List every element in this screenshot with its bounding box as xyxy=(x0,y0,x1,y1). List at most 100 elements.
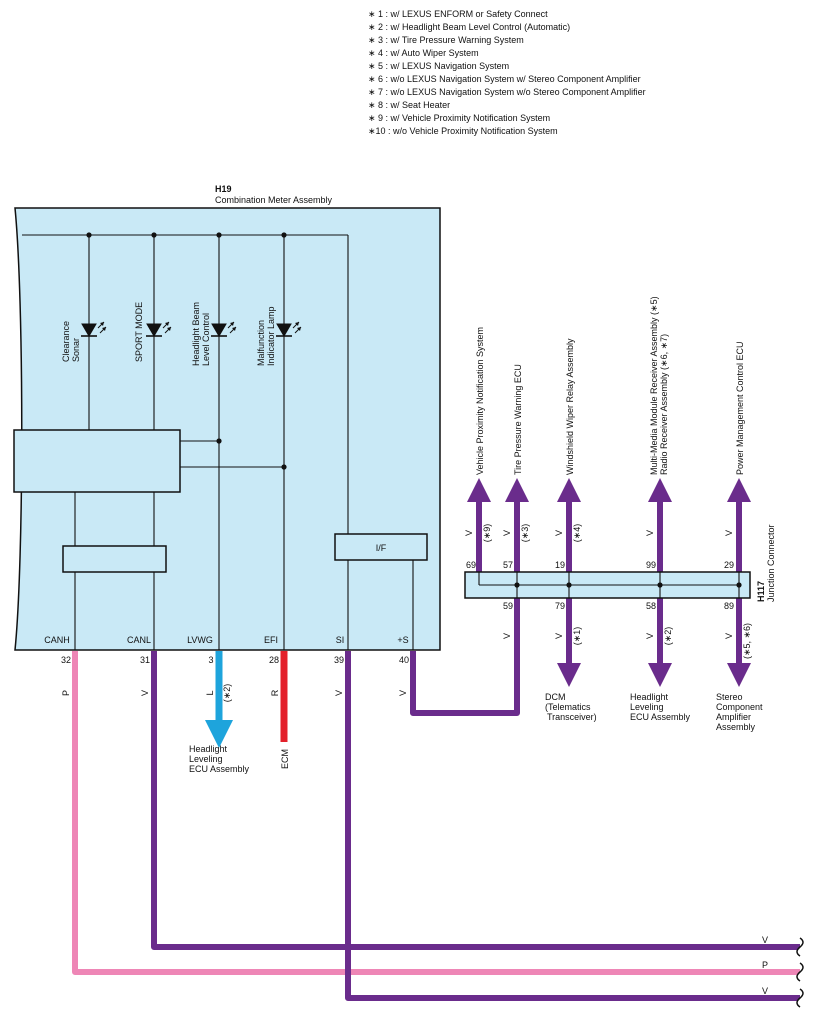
pin-31: 31 xyxy=(140,655,150,665)
jwire-29: V xyxy=(724,530,734,536)
terminal-si: SI xyxy=(336,635,345,645)
note-5: ∗ 5 : w/ LEXUS Navigation System xyxy=(368,61,509,71)
meter-code: H19 xyxy=(215,184,232,194)
wire-label-canl: V xyxy=(140,690,150,696)
pin-40: 40 xyxy=(399,655,409,665)
jpin-57: 57 xyxy=(503,560,513,570)
dest-windshield-wiper-relay: Windshield Wiper Relay Assembly xyxy=(565,338,575,475)
junction-name: Junction Connector xyxy=(766,524,776,602)
jnote-69: (∗9) xyxy=(482,524,492,543)
meter-cpu-block xyxy=(13,429,181,493)
pin-28: 28 xyxy=(269,655,279,665)
svg-text:Clearance: Clearance xyxy=(61,321,71,362)
if-block xyxy=(334,533,428,561)
jwire-89: V xyxy=(724,633,734,639)
led-clearance-sonar-icon xyxy=(81,321,107,337)
jwire-58: V xyxy=(645,633,655,639)
dest-vehicle-proximity: Vehicle Proximity Notification System xyxy=(475,327,485,475)
terminal-plus-s: +S xyxy=(397,635,408,645)
svg-text:SPORT MODE: SPORT MODE xyxy=(134,302,144,362)
dest-headlight-leveling-2: Leveling xyxy=(189,754,223,764)
jwire-19: V xyxy=(554,530,564,536)
dest-radio-receiver: Radio Receiver Assembly (∗6, ∗7) xyxy=(659,334,669,475)
jpin-79: 79 xyxy=(555,601,565,611)
svg-text:Headlight Beam: Headlight Beam xyxy=(191,302,201,366)
dest-ecm: ECM xyxy=(280,749,290,769)
bus-label-v-bottom: V xyxy=(762,986,768,996)
jwire-99: V xyxy=(645,530,655,536)
dest-stereo-amp-4: Assembly xyxy=(716,722,756,732)
jpin-59: 59 xyxy=(503,601,513,611)
meter-internal-wiring xyxy=(13,232,428,650)
note-1: ∗ 1 : w/ LEXUS ENFORM or Safety Connect xyxy=(368,9,548,19)
wire-canh-pink xyxy=(72,651,800,975)
wire-label-si: V xyxy=(334,690,344,696)
note-7: ∗ 7 : w/o LEXUS Navigation System w/o St… xyxy=(368,87,646,97)
bus-label-p: P xyxy=(762,960,768,970)
note-9: ∗ 9 : w/ Vehicle Proximity Notification … xyxy=(368,113,550,123)
junction-code: H117 xyxy=(756,581,766,602)
pin-32: 32 xyxy=(61,655,71,665)
jwire-59: V xyxy=(502,633,512,639)
dest-stereo-amp-2: Component xyxy=(716,702,763,712)
jnote-79: (∗1) xyxy=(572,627,582,646)
jnote-89: (∗5, ∗6) xyxy=(742,623,752,659)
jpin-29: 29 xyxy=(724,560,734,570)
dest-dcm-3: Transceiver) xyxy=(547,712,597,722)
notes-block: ∗ 1 : w/ LEXUS ENFORM or Safety Connect … xyxy=(368,9,646,136)
bus-break-marks xyxy=(796,937,804,1008)
junction-title: H117 Junction Connector xyxy=(756,524,776,602)
wire-si-violet xyxy=(345,651,800,1001)
dest-headlight-leveling-3: ECU Assembly xyxy=(189,764,250,774)
dest-dcm-2: (Telematics xyxy=(545,702,591,712)
meter-name: Combination Meter Assembly xyxy=(215,195,333,205)
jnote-19: (∗4) xyxy=(572,524,582,543)
jwire-79: V xyxy=(554,633,564,639)
junction-bottom-wires xyxy=(557,598,751,687)
wire-label-lvwg: L xyxy=(205,690,215,695)
wire-label-plus-s: V xyxy=(398,690,408,696)
dest-headlight-ecu-2: Leveling xyxy=(630,702,664,712)
dest-multimedia-receiver: Multi-Media Module Receiver Assembly (∗5… xyxy=(649,296,659,475)
dest-stereo-amp-1: Stereo xyxy=(716,692,743,702)
note-10: ∗10 : w/o Vehicle Proximity Notification… xyxy=(368,126,558,136)
led-malfunction-icon xyxy=(276,321,302,337)
jpin-19: 19 xyxy=(555,560,565,570)
jpin-69: 69 xyxy=(466,560,476,570)
if-label: I/F xyxy=(376,543,387,553)
wire-canl-violet xyxy=(151,651,800,950)
dest-dcm-1: DCM xyxy=(545,692,566,702)
wire-plus-s-violet xyxy=(410,598,520,716)
note-4: ∗ 4 : w/ Auto Wiper System xyxy=(368,48,479,58)
junction-internal-bus xyxy=(478,572,742,598)
led-sport-mode-icon xyxy=(146,321,172,337)
terminal-efi: EFI xyxy=(264,635,278,645)
wire-note-lvwg: (∗2) xyxy=(222,684,232,703)
led-headlight-beam-icon xyxy=(211,321,237,337)
jwire-69: V xyxy=(464,530,474,536)
bus-label-v-top: V xyxy=(762,935,768,945)
dest-headlight-ecu-3: ECU Assembly xyxy=(630,712,691,722)
wire-label-canh: P xyxy=(61,690,71,696)
svg-text:Sonar: Sonar xyxy=(71,338,81,362)
terminal-canl: CANL xyxy=(127,635,151,645)
junction-top-wires xyxy=(467,478,751,572)
dest-tire-pressure-ecu: Tire Pressure Warning ECU xyxy=(513,364,523,475)
svg-text:Indicator Lamp: Indicator Lamp xyxy=(266,306,276,366)
dest-headlight-leveling-1: Headlight xyxy=(189,744,228,754)
note-2: ∗ 2 : w/ Headlight Beam Level Control (A… xyxy=(368,22,570,32)
svg-text:Level Control: Level Control xyxy=(201,313,211,366)
indicator-headlight-beam: Headlight Beam Level Control xyxy=(191,302,211,366)
jpin-58: 58 xyxy=(646,601,656,611)
note-6: ∗ 6 : w/o LEXUS Navigation System w/ Ste… xyxy=(368,74,641,84)
indicator-sport-mode: SPORT MODE xyxy=(134,302,144,362)
note-3: ∗ 3 : w/ Tire Pressure Warning System xyxy=(368,35,524,45)
can-transceiver-block xyxy=(62,545,167,573)
jpin-99: 99 xyxy=(646,560,656,570)
note-8: ∗ 8 : w/ Seat Heater xyxy=(368,100,450,110)
jpin-89: 89 xyxy=(724,601,734,611)
svg-text:Malfunction: Malfunction xyxy=(256,320,266,366)
dest-stereo-amp-3: Amplifier xyxy=(716,712,751,722)
